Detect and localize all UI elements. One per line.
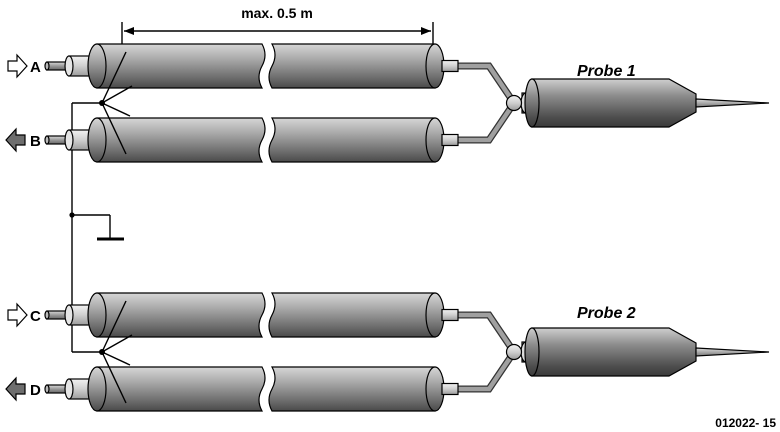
port-b-label: B: [30, 133, 41, 150]
figure-number: 012022- 15: [715, 416, 776, 430]
probe-1-label: Probe 1: [577, 63, 636, 80]
dimension-line: max. 0.5 m: [121, 5, 434, 44]
coax-cable-c: [44, 292, 459, 338]
probe-2-assembly: Probe 2: [44, 292, 770, 412]
dimension-label: max. 0.5 m: [241, 5, 313, 21]
port-a-label: A: [30, 59, 41, 76]
arrow-in-icon: [7, 54, 28, 78]
port-d-label: D: [30, 382, 41, 399]
probe-1-junction: [505, 94, 523, 112]
probe-1-body: [520, 78, 770, 128]
coax-cable-b: [44, 117, 459, 163]
port-c-label: C: [30, 308, 41, 325]
probe-2-body: [520, 327, 770, 377]
probe-1-assembly: Probe 1: [44, 43, 770, 163]
arrow-out-icon: [5, 377, 26, 401]
probe-2-label: Probe 2: [577, 305, 636, 322]
probe-2-junction: [505, 343, 523, 361]
port-c: C: [7, 303, 41, 327]
port-d: D: [5, 377, 41, 401]
port-a: A: [7, 54, 41, 78]
port-b: B: [5, 128, 41, 152]
arrow-in-icon: [7, 303, 28, 327]
coax-cable-a: [44, 43, 459, 89]
arrow-out-icon: [5, 128, 26, 152]
coax-cable-d: [44, 366, 459, 412]
